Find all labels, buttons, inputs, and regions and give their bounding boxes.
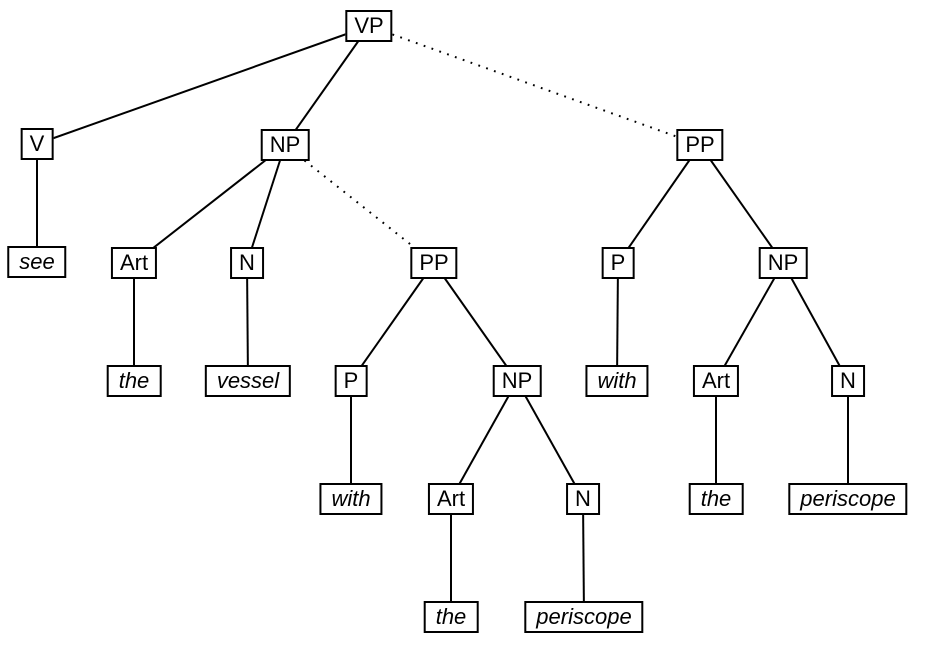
tree-node-the2: the xyxy=(423,601,479,633)
edge-vp-np1 xyxy=(284,25,370,146)
edge-vp-v xyxy=(36,25,370,145)
tree-node-the1: the xyxy=(106,365,162,397)
edge-np1-n1 xyxy=(246,144,286,264)
tree-node-art3: Art xyxy=(692,365,740,397)
tree-node-art2: Art xyxy=(427,483,475,515)
tree-node-np2: NP xyxy=(492,365,542,397)
tree-node-pp1: PP xyxy=(410,247,458,279)
edge-vp-pp2-dotted xyxy=(368,25,701,146)
tree-node-n1: N xyxy=(230,247,264,279)
edge-np3-n3 xyxy=(782,262,849,382)
tree-node-art1: Art xyxy=(110,247,158,279)
edge-n2-periscope2 xyxy=(582,498,585,618)
tree-node-periscope3: periscope xyxy=(788,483,908,515)
edge-np2-art2 xyxy=(450,380,518,500)
tree-node-n3: N xyxy=(831,365,865,397)
tree-node-vp: VP xyxy=(345,10,393,42)
edge-np1-pp1-dotted xyxy=(284,144,435,264)
edge-pp1-np2 xyxy=(433,262,518,382)
tree-node-see: see xyxy=(7,246,67,278)
tree-node-p2: P xyxy=(601,247,635,279)
edge-np2-n2 xyxy=(516,380,584,500)
tree-node-p1: P xyxy=(334,365,368,397)
edge-pp1-p1 xyxy=(350,262,435,382)
tree-node-n2: N xyxy=(566,483,600,515)
tree-node-np3: NP xyxy=(758,247,808,279)
edge-np1-art1 xyxy=(133,144,286,264)
tree-node-periscope2: periscope xyxy=(524,601,644,633)
edge-n1-vessel xyxy=(246,262,249,382)
edge-pp2-np3 xyxy=(699,144,784,264)
tree-node-pp2: PP xyxy=(676,129,724,161)
tree-node-np1: NP xyxy=(260,129,310,161)
tree-node-the3: the xyxy=(688,483,744,515)
tree-node-with1: with xyxy=(319,483,383,515)
tree-node-v: V xyxy=(20,128,54,160)
tree-node-vessel: vessel xyxy=(204,365,292,397)
tree-node-with2: with xyxy=(585,365,649,397)
edge-p2-with2 xyxy=(616,262,619,382)
edge-np3-art3 xyxy=(715,262,784,382)
edge-pp2-p2 xyxy=(617,144,701,264)
